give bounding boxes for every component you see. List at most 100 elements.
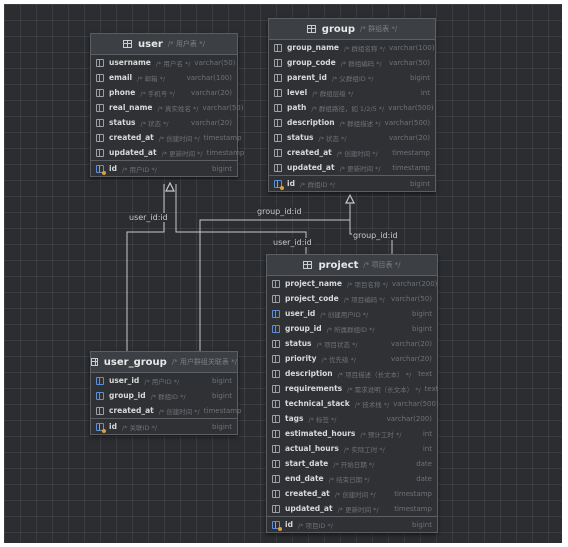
field-row[interactable]: user_id/* 创建用户ID */bigint (267, 306, 437, 321)
field-row[interactable]: created_at/* 创建时间 */timestamp (267, 486, 437, 501)
field-row[interactable]: tags/* 标签 */varchar(200) (267, 411, 437, 426)
entity-header[interactable]: group /* 群组表 */ (269, 19, 435, 40)
field-type: varchar(100) (186, 73, 232, 82)
field-row[interactable]: project_code/* 项目编码 */varchar(50) (267, 291, 437, 306)
field-row[interactable]: group_id/* 所属群组ID */bigint (267, 321, 437, 336)
field-comment: /* 更新时间 */ (337, 505, 379, 514)
field-comment: /* 创建时间 */ (158, 134, 200, 143)
field-comment: /* 状态 */ (140, 119, 169, 128)
field-name: updated_at (109, 148, 157, 157)
field-type: bigint (212, 422, 232, 431)
column-icon (96, 88, 104, 97)
column-icon (272, 504, 280, 513)
field-row[interactable]: created_at/* 创建时间 */timestamp (91, 130, 242, 145)
field-row[interactable]: created_at/* 创建时间 */timestamp (91, 403, 242, 418)
column-icon (272, 294, 280, 303)
primary-key-row[interactable]: id/* 群组ID */bigint (269, 176, 435, 191)
field-row[interactable]: email/* 邮箱 */varchar(100) (91, 70, 237, 85)
entity-comment: /* 项目表 */ (363, 261, 401, 269)
field-comment: /* 项目ID */ (297, 521, 333, 530)
diagram-canvas[interactable]: user_id:id group_id:id user_id:id group_… (4, 4, 562, 543)
field-row[interactable]: end_date/* 结束日期 */date (267, 471, 437, 486)
entity-header[interactable]: user_group /* 用户群组关联表 */ (91, 352, 237, 373)
field-name: updated_at (287, 163, 335, 172)
field-row[interactable]: group_id/* 群组ID */bigint (91, 388, 237, 403)
field-name: id (285, 520, 293, 529)
entity-project[interactable]: project /* 项目表 */ project_name/* 项目名称 */… (266, 254, 439, 533)
field-comment: /* 需求说明（长文本） */ (347, 385, 421, 394)
column-icon (272, 489, 280, 498)
field-comment: /* 父群组ID */ (331, 74, 374, 83)
field-row[interactable]: status/* 状态 */varchar(20) (91, 115, 237, 130)
field-comment: /* 标签 */ (308, 415, 337, 424)
entity-header[interactable]: user /* 用户表 */ (91, 34, 237, 55)
primary-key-icon (96, 164, 106, 175)
primary-key-row[interactable]: id/* 项目ID */bigint (267, 517, 437, 532)
column-icon (272, 444, 280, 453)
field-row[interactable]: username/* 用户名 */varchar(50) (91, 55, 237, 70)
foreign-key-icon (96, 391, 104, 400)
field-comment: /* 创建时间 */ (336, 149, 378, 158)
field-row[interactable]: parent_id/* 父群组ID */bigint (269, 70, 435, 85)
field-comment: /* 项目描述（长文本） */ (337, 370, 412, 379)
field-name: id (109, 164, 117, 173)
field-name: created_at (285, 489, 330, 498)
field-row[interactable]: level/* 群组层级 */int (269, 85, 435, 100)
field-row[interactable]: group_name/* 群组名称 */varchar(100) (269, 40, 435, 55)
primary-key-row[interactable]: id/* 关联ID */bigint (91, 419, 237, 434)
field-row[interactable]: updated_at/* 更新时间 */timestamp (91, 145, 244, 160)
column-icon (96, 58, 104, 67)
field-type: varchar(500) (388, 103, 434, 112)
divider (269, 175, 435, 176)
field-name: updated_at (285, 504, 333, 513)
column-icon (274, 58, 282, 67)
field-row[interactable]: phone/* 手机号 */varchar(20) (91, 85, 237, 100)
field-type: timestamp (392, 148, 430, 157)
field-comment: /* 创建时间 */ (158, 407, 200, 416)
entity-header[interactable]: project /* 项目表 */ (267, 255, 437, 276)
column-icon (274, 88, 282, 97)
column-icon (96, 133, 104, 142)
column-icon (274, 43, 282, 52)
foreign-key-icon (272, 309, 280, 318)
field-row[interactable]: estimated_hours/* 预计工时 */int (267, 426, 437, 441)
field-comment: /* 项目名称 */ (346, 280, 388, 289)
column-icon (96, 406, 104, 415)
field-row[interactable]: path/* 群组路径，如 1/2/5 */varchar(500) (269, 100, 435, 115)
field-row[interactable]: real_name/* 真实姓名 */varchar(50) (91, 100, 243, 115)
field-row[interactable]: technical_stack/* 技术栈 */varchar(500) (267, 396, 439, 411)
field-row[interactable]: status/* 项目状态 */varchar(20) (267, 336, 437, 351)
entity-comment: /* 用户群组关联表 */ (171, 358, 237, 366)
column-icon (96, 148, 104, 157)
relation-label-usergroup-user: user_id:id (128, 213, 169, 222)
field-type: int (422, 429, 432, 438)
entity-user-group[interactable]: user_group /* 用户群组关联表 */ user_id/* 用户ID … (90, 351, 242, 435)
field-row[interactable]: project_name/* 项目名称 */varchar(200) (267, 276, 437, 291)
field-name: group_code (287, 58, 336, 67)
entity-group[interactable]: group /* 群组表 */ group_name/* 群组名称 */varc… (268, 18, 436, 192)
field-name: phone (109, 88, 136, 97)
field-row[interactable]: created_at/* 创建时间 */timestamp (269, 145, 435, 160)
field-name: status (285, 339, 312, 348)
field-row[interactable]: description/* 群组描述 */varchar(500) (269, 115, 435, 130)
field-type: varchar(50) (389, 58, 430, 67)
field-row[interactable]: group_code/* 群组编码 */varchar(50) (269, 55, 435, 70)
entity-comment: /* 用户表 */ (167, 40, 205, 48)
field-row[interactable]: user_id/* 用户ID */bigint (91, 373, 237, 388)
field-name: description (287, 118, 335, 127)
field-name: status (287, 133, 314, 142)
primary-key-icon (272, 520, 282, 531)
field-comment: /* 更新时间 */ (161, 149, 203, 158)
primary-key-row[interactable]: id/* 用户ID */bigint (91, 161, 237, 176)
field-name: created_at (109, 133, 154, 142)
entity-user[interactable]: user /* 用户表 */ username/* 用户名 */varchar(… (90, 33, 244, 177)
field-row[interactable]: requirements/* 需求说明（长文本） */text (267, 381, 438, 396)
field-row[interactable]: updated_at/* 更新时间 */timestamp (269, 160, 435, 175)
field-row[interactable]: description/* 项目描述（长文本） */text (267, 366, 437, 381)
field-row[interactable]: start_date/* 开始日期 */date (267, 456, 437, 471)
field-row[interactable]: status/* 状态 */varchar(20) (269, 130, 435, 145)
field-name: description (285, 369, 333, 378)
field-row[interactable]: actual_hours/* 实际工时 */int (267, 441, 437, 456)
field-row[interactable]: updated_at/* 更新时间 */timestamp (267, 501, 437, 516)
field-row[interactable]: priority/* 优先级 */varchar(20) (267, 351, 437, 366)
